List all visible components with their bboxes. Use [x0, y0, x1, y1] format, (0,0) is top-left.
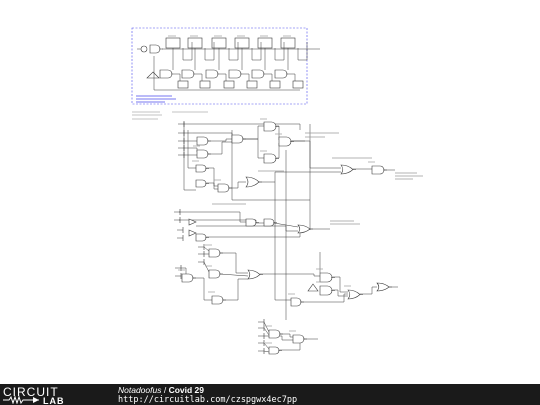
circuitlab-logo[interactable]: CIRCUIT LAB	[3, 385, 95, 404]
logic-and-gate-25[interactable]	[290, 297, 304, 307]
logic-and-gate-21[interactable]	[211, 295, 226, 305]
logic-and-gate-7[interactable]	[195, 164, 209, 173]
gate-labels	[178, 118, 423, 344]
input-source[interactable]	[174, 209, 181, 215]
footer-bar: CIRCUIT LAB Notadoofus / Covid 29 http:/…	[0, 384, 540, 405]
counter-cell-2[interactable]	[199, 80, 211, 89]
logic-and-gate-17[interactable]	[208, 248, 223, 258]
logic-and-gate-6[interactable]	[196, 149, 211, 159]
counter-and-gate-4[interactable]	[228, 69, 244, 79]
logic-or-gate-26[interactable]	[376, 282, 392, 292]
counter-cell-4[interactable]	[246, 80, 258, 89]
logic-and-gate-23[interactable]	[319, 285, 335, 296]
flip-flop-chain	[137, 35, 304, 89]
counter-cell-6[interactable]	[292, 80, 304, 89]
input-source[interactable]	[175, 273, 182, 279]
input-source[interactable]	[177, 227, 184, 233]
logic-gates	[149, 44, 392, 355]
counter-and-gate-1[interactable]	[159, 69, 175, 79]
logic-and-gate-22[interactable]	[319, 272, 335, 283]
logic-and-gate-5[interactable]	[196, 136, 211, 146]
logic-and-gate-18[interactable]	[208, 269, 223, 279]
logic-or-gate-11[interactable]	[340, 164, 356, 175]
counter-notes	[136, 95, 176, 103]
resistor-squiggle-icon	[3, 395, 39, 404]
input-source[interactable]	[198, 251, 205, 257]
logic-and-gate-2[interactable]	[278, 136, 294, 147]
logic-or-gate-9[interactable]	[245, 176, 262, 188]
flip-flop-2[interactable]	[187, 37, 203, 49]
counter-and-gate-6[interactable]	[274, 69, 290, 79]
title-separator: /	[161, 385, 169, 395]
input-source[interactable]	[258, 325, 265, 331]
input-source[interactable]	[178, 130, 185, 136]
input-source[interactable]	[178, 121, 185, 127]
input-source[interactable]	[198, 244, 205, 250]
logic-and-gate-12[interactable]	[371, 165, 387, 175]
logic-and-gate-29[interactable]	[268, 346, 282, 355]
logic-and-gate-1[interactable]	[263, 121, 279, 132]
logic-and-gate-19[interactable]	[181, 273, 196, 283]
input-source[interactable]	[177, 235, 184, 241]
annotation-notes	[132, 111, 208, 120]
logic-and-gate-10[interactable]	[195, 179, 209, 188]
counter-subcircuit-box	[131, 27, 308, 105]
flip-flop-4[interactable]	[234, 37, 250, 49]
buffer-icon	[188, 229, 197, 237]
input-source[interactable]	[174, 217, 181, 223]
flip-flop-5[interactable]	[257, 37, 273, 49]
logic-and-gate-28[interactable]	[292, 334, 307, 344]
logo-bottom-text: LAB	[43, 396, 65, 404]
project-name[interactable]: Covid 29	[168, 385, 205, 395]
counter-cell-5[interactable]	[269, 80, 281, 89]
counter-cell-3[interactable]	[223, 80, 235, 89]
logic-and-gate-3[interactable]	[263, 153, 279, 164]
logic-and-gate-27[interactable]	[268, 329, 283, 339]
input-source[interactable]	[258, 340, 265, 346]
logic-and-gate-8[interactable]	[217, 183, 232, 193]
circuit-wires	[153, 42, 398, 353]
logic-and-gate-16[interactable]	[195, 233, 209, 242]
logo-top-text: CIRCUIT	[3, 385, 59, 399]
logic-and-gate-4[interactable]	[231, 134, 246, 144]
input-source[interactable]	[198, 259, 205, 265]
flip-flop-6[interactable]	[280, 37, 296, 49]
input-source[interactable]	[258, 333, 265, 339]
counter-cell-1[interactable]	[177, 80, 189, 89]
input-source[interactable]	[258, 348, 265, 354]
clock-and-gate[interactable]	[149, 44, 163, 54]
diode-icon	[33, 397, 39, 403]
project-title: Notadoofus / Covid 29	[118, 385, 204, 395]
circuit-schematic-canvas[interactable]	[0, 0, 540, 384]
input-source[interactable]	[178, 145, 185, 151]
counter-and-gate-2[interactable]	[181, 69, 197, 79]
logic-or-gate-24[interactable]	[347, 289, 363, 300]
logic-or-gate-20[interactable]	[247, 269, 263, 280]
counter-and-gate-5[interactable]	[251, 69, 267, 79]
buffer-icon	[188, 218, 197, 226]
input-source[interactable]	[178, 138, 185, 144]
buffer-triangle-icon	[146, 71, 160, 79]
flip-flop-1[interactable]	[165, 37, 181, 49]
input-source[interactable]	[178, 152, 185, 158]
project-url[interactable]: http://circuitlab.com/czspgwx4ec7pp	[118, 395, 298, 405]
logic-and-gate-14[interactable]	[245, 218, 259, 227]
logic-or-gate-13[interactable]	[297, 224, 313, 234]
logic-and-gate-15[interactable]	[263, 218, 277, 227]
input-source[interactable]	[258, 319, 265, 325]
counter-and-gate-3[interactable]	[205, 69, 221, 79]
author-link[interactable]: Notadoofus	[118, 385, 162, 395]
ground-triangle-icon	[307, 283, 319, 292]
clock-source-icon[interactable]	[140, 45, 148, 53]
